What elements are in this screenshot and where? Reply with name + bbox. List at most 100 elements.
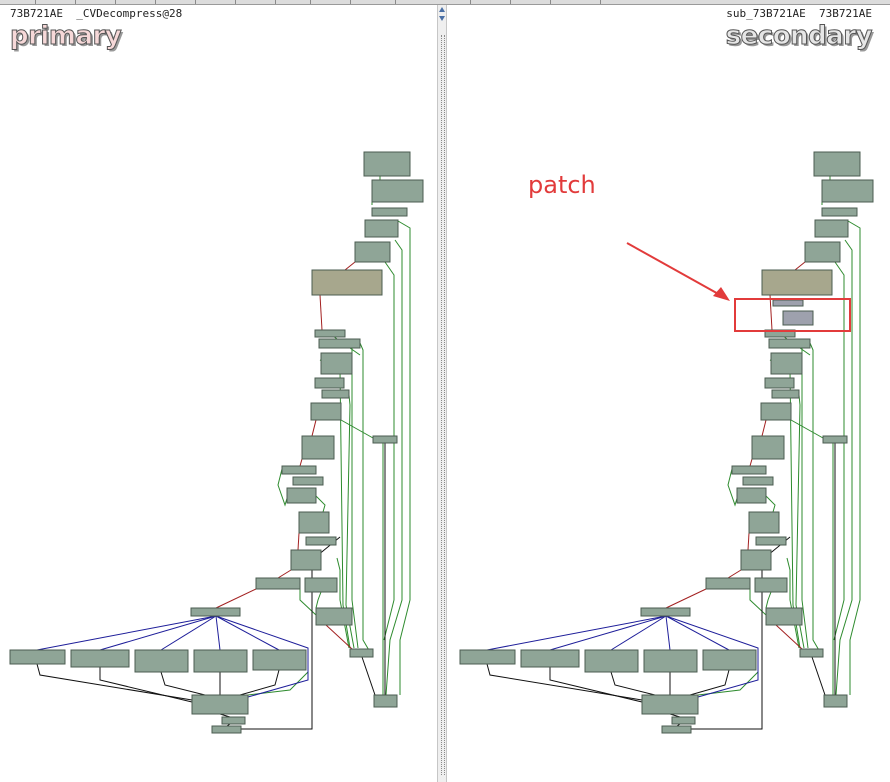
basic-block-node[interactable] xyxy=(301,435,335,460)
basic-block-node[interactable] xyxy=(731,465,767,475)
basic-block-node[interactable] xyxy=(641,694,699,715)
graph-edge xyxy=(765,591,772,609)
graph-edge xyxy=(835,239,853,696)
basic-block-node[interactable] xyxy=(764,377,795,389)
basic-block-node[interactable] xyxy=(221,716,246,725)
basic-block-node[interactable] xyxy=(661,725,692,734)
basic-block-node[interactable] xyxy=(255,577,301,590)
basic-block-node[interactable] xyxy=(310,402,342,421)
primary-graph-pane[interactable]: 73B721AE _CVDecompress@28 primary xyxy=(0,5,437,782)
basic-block-node[interactable] xyxy=(799,648,824,658)
basic-block-node[interactable] xyxy=(705,577,751,590)
basic-block-node[interactable] xyxy=(314,377,345,389)
basic-block-node[interactable] xyxy=(354,241,391,263)
basic-block-node[interactable] xyxy=(755,536,787,546)
splitter-grip[interactable] xyxy=(441,35,445,775)
basic-block-node[interactable] xyxy=(640,607,691,617)
basic-block-node[interactable] xyxy=(305,536,337,546)
basic-block-node[interactable] xyxy=(822,435,848,444)
basic-block-node[interactable] xyxy=(298,511,330,534)
graph-edge xyxy=(665,615,759,698)
splitter-up-arrow-icon[interactable] xyxy=(439,7,445,12)
graph-edge xyxy=(689,669,730,696)
basic-block-node[interactable] xyxy=(736,487,767,504)
basic-block-node[interactable] xyxy=(584,649,639,673)
basic-block-node[interactable] xyxy=(211,725,242,734)
secondary-graph-pane[interactable]: sub_73B721AE 73B721AE secondary patch xyxy=(447,5,890,782)
basic-block-node[interactable] xyxy=(311,269,383,296)
basic-block-node[interactable] xyxy=(823,694,848,708)
graph-edge xyxy=(345,394,355,649)
basic-block-node[interactable] xyxy=(371,207,408,217)
graph-edge xyxy=(359,342,371,653)
basic-block-node[interactable] xyxy=(770,352,803,375)
basic-block-node[interactable] xyxy=(702,649,757,671)
graph-edge xyxy=(747,532,750,551)
basic-block-node[interactable] xyxy=(372,435,398,444)
basic-block-node[interactable] xyxy=(191,694,249,715)
basic-block-node[interactable] xyxy=(371,179,424,203)
basic-block-node[interactable] xyxy=(740,549,772,571)
graph-edge xyxy=(325,624,353,650)
basic-block-node[interactable] xyxy=(193,649,248,673)
primary-function-title: 73B721AE _CVDecompress@28 xyxy=(10,7,183,20)
basic-block-node[interactable] xyxy=(315,607,353,626)
basic-block-node[interactable] xyxy=(459,649,516,665)
graph-edge xyxy=(486,663,643,701)
basic-block-node[interactable] xyxy=(9,649,66,665)
basic-block-node[interactable] xyxy=(748,511,780,534)
basic-block-node[interactable] xyxy=(742,476,774,486)
secondary-pane-label: secondary xyxy=(725,21,873,52)
basic-block-node[interactable] xyxy=(760,402,792,421)
splitter-down-arrow-icon[interactable] xyxy=(439,16,445,21)
graph-edge xyxy=(36,615,217,651)
secondary-flow-graph[interactable] xyxy=(447,5,890,782)
basic-block-node[interactable] xyxy=(190,607,241,617)
basic-block-node[interactable] xyxy=(281,465,317,475)
basic-block-node[interactable] xyxy=(363,151,411,177)
basic-block-node[interactable] xyxy=(771,389,800,399)
basic-block-node[interactable] xyxy=(292,476,324,486)
basic-block-node[interactable] xyxy=(304,577,338,593)
basic-block-node[interactable] xyxy=(320,352,353,375)
graph-edge xyxy=(749,458,753,467)
basic-block-node[interactable] xyxy=(814,219,849,238)
patch-arrowhead-icon xyxy=(713,287,730,301)
tab-strip xyxy=(0,0,890,5)
graph-edge xyxy=(36,663,193,701)
basic-block-node[interactable] xyxy=(286,487,317,504)
basic-block-node[interactable] xyxy=(318,338,361,349)
basic-block-node[interactable] xyxy=(754,577,788,593)
basic-block-node[interactable] xyxy=(134,649,189,673)
basic-block-node[interactable] xyxy=(751,435,785,460)
basic-block-node[interactable] xyxy=(813,151,861,177)
pane-splitter[interactable] xyxy=(437,5,447,782)
graph-edge xyxy=(215,615,309,698)
basic-block-node[interactable] xyxy=(252,649,307,671)
basic-block-node[interactable] xyxy=(768,338,811,349)
basic-block-node[interactable] xyxy=(321,389,350,399)
basic-block-node[interactable] xyxy=(349,648,374,658)
basic-block-node[interactable] xyxy=(70,649,130,668)
graph-edge xyxy=(794,261,806,271)
basic-block-node[interactable] xyxy=(364,219,399,238)
basic-block-node[interactable] xyxy=(821,179,874,203)
graph-edge xyxy=(809,342,821,653)
basic-block-node[interactable] xyxy=(761,269,833,296)
basic-block-node[interactable] xyxy=(290,549,322,571)
patch-arrow-icon xyxy=(626,242,723,297)
basic-block-node[interactable] xyxy=(373,694,398,708)
graph-edge xyxy=(811,656,826,696)
graph-edge xyxy=(795,394,805,649)
primary-flow-graph[interactable] xyxy=(0,5,437,782)
patched-block-node[interactable] xyxy=(782,310,814,326)
basic-block-node[interactable] xyxy=(314,329,346,338)
basic-block-node[interactable] xyxy=(520,649,580,668)
basic-block-node[interactable] xyxy=(765,607,803,626)
patched-block-node[interactable] xyxy=(772,299,804,307)
basic-block-node[interactable] xyxy=(643,649,698,673)
basic-block-node[interactable] xyxy=(821,207,858,217)
basic-block-node[interactable] xyxy=(671,716,696,725)
basic-block-node[interactable] xyxy=(804,241,841,263)
graph-edge xyxy=(847,220,861,695)
